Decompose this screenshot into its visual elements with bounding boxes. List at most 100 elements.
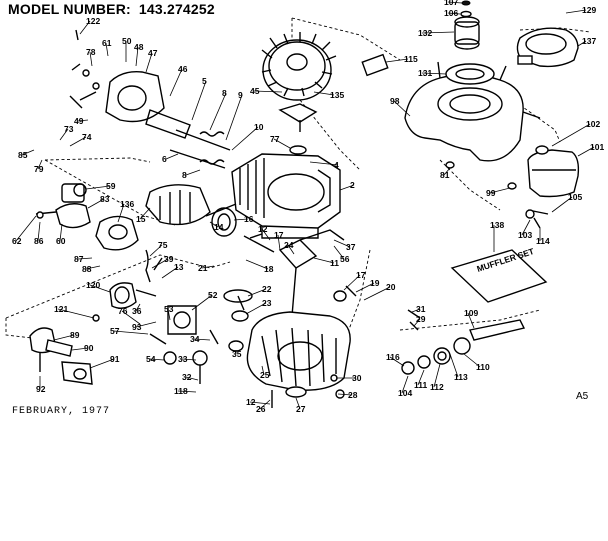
part-callout-21: 21 <box>198 263 208 273</box>
callout-leader-line <box>249 401 271 405</box>
callout-leader-line <box>261 228 271 241</box>
part-callout-25: 25 <box>260 370 270 380</box>
part-callout-14: 14 <box>214 222 224 232</box>
callout-leader-line <box>37 221 41 242</box>
rewind-starter <box>361 0 579 85</box>
part-callout-111: 111 <box>414 380 428 390</box>
part-callout-131: 131 <box>418 68 432 78</box>
callout-leader-line <box>149 358 165 361</box>
callout-leader-line <box>85 265 101 270</box>
part-callout-62: 62 <box>12 236 22 246</box>
callout-leader-line <box>393 100 411 117</box>
callout-leader-line <box>339 184 355 191</box>
callout-leader-line <box>449 353 459 378</box>
part-callout-88: 88 <box>82 264 92 274</box>
part-callout-99: 99 <box>486 188 496 198</box>
callout-leader-line <box>21 149 35 156</box>
callout-leader-line <box>309 161 339 166</box>
part-callout-32: 32 <box>182 372 192 382</box>
pto-shaft-parts <box>345 285 526 375</box>
callout-leader-line <box>433 363 441 388</box>
callout-leader-line <box>193 338 211 341</box>
part-callout-129: 129 <box>582 5 596 15</box>
callout-leader-line <box>59 128 69 141</box>
model-number-title: MODEL NUMBER:143.274252 <box>8 1 215 17</box>
part-callout-101: 101 <box>590 142 604 152</box>
callout-leader-line <box>389 356 405 367</box>
part-callout-78: 78 <box>86 47 96 57</box>
part-callout-48: 48 <box>134 42 144 52</box>
callout-leader-line <box>273 138 291 149</box>
part-callout-24: 24 <box>284 240 294 250</box>
part-callout-12: 12 <box>246 397 256 407</box>
part-callout-104: 104 <box>398 388 412 398</box>
flywheel <box>261 32 337 155</box>
part-callout-136: 136 <box>120 199 134 209</box>
muffler-set-box <box>450 249 548 303</box>
callout-leader-line <box>105 42 109 57</box>
callout-leader-line <box>411 308 421 313</box>
callout-leader-line <box>421 72 447 75</box>
callout-leader-line <box>247 288 267 297</box>
part-callout-45: 45 <box>250 86 260 96</box>
callout-leader-line <box>191 294 213 311</box>
callout-leader-line <box>209 92 227 131</box>
part-callout-77: 77 <box>270 134 280 144</box>
part-callout-17: 17 <box>356 270 366 280</box>
part-callout-83: 83 <box>100 194 110 204</box>
callout-leader-line <box>169 68 183 97</box>
callout-leader-line <box>233 218 249 221</box>
callout-leader-line <box>253 90 283 93</box>
callout-leader-line <box>577 40 587 47</box>
callout-leader-line <box>489 187 511 194</box>
part-callout-109: 109 <box>464 308 478 318</box>
callout-leader-line <box>37 159 43 170</box>
part-callout-122: 122 <box>86 16 100 26</box>
callout-leader-line <box>467 312 475 329</box>
part-callout-30: 30 <box>352 373 362 383</box>
part-callout-85: 85 <box>18 150 28 160</box>
part-callout-75: 75 <box>158 240 168 250</box>
part-callout-23: 23 <box>262 298 272 308</box>
part-callout-57: 57 <box>110 326 120 336</box>
part-callout-114: 114 <box>536 236 550 246</box>
part-callout-46: 46 <box>178 64 188 74</box>
callout-leader-line <box>113 330 149 335</box>
part-callout-29: 29 <box>416 314 426 324</box>
callout-leader-line <box>261 365 265 376</box>
part-callout-91: 91 <box>110 354 120 364</box>
callout-leader-line <box>185 169 201 176</box>
callout-leader-line <box>287 244 295 255</box>
part-callout-112: 112 <box>430 382 444 392</box>
callout-leader-line <box>135 321 157 328</box>
callout-leader-line <box>121 310 141 325</box>
muffler-parts: MUFFLER SET <box>450 145 580 303</box>
part-callout-56: 56 <box>340 254 350 264</box>
part-callout-113: 113 <box>454 372 468 382</box>
part-callout-115: 115 <box>404 54 418 64</box>
callout-leader-line <box>89 51 93 67</box>
callout-leader-line <box>149 244 163 257</box>
part-callout-17: 17 <box>274 230 284 240</box>
callout-leader-line <box>295 397 301 410</box>
part-callout-74: 74 <box>82 132 92 142</box>
callout-leader-line <box>151 258 169 269</box>
callout-leader-line <box>385 58 409 63</box>
callout-leader-line <box>313 91 335 96</box>
part-callout-15: 15 <box>136 214 146 224</box>
callout-leader-line <box>333 239 351 248</box>
part-callout-9: 9 <box>238 90 243 100</box>
part-callout-120: 120 <box>86 280 100 290</box>
callout-leader-line <box>577 146 595 157</box>
callout-leader-line <box>565 9 587 14</box>
part-callout-47: 47 <box>148 48 158 58</box>
part-callout-12: 12 <box>258 224 268 234</box>
part-callout-22: 22 <box>262 284 272 294</box>
part-callout-10: 10 <box>254 122 264 132</box>
part-callout-81: 81 <box>440 170 450 180</box>
callout-leader-line <box>333 245 345 260</box>
callout-leader-line <box>443 167 451 176</box>
callout-leader-line <box>245 302 267 315</box>
part-callout-20: 20 <box>386 282 396 292</box>
part-callout-53: 53 <box>164 304 174 314</box>
